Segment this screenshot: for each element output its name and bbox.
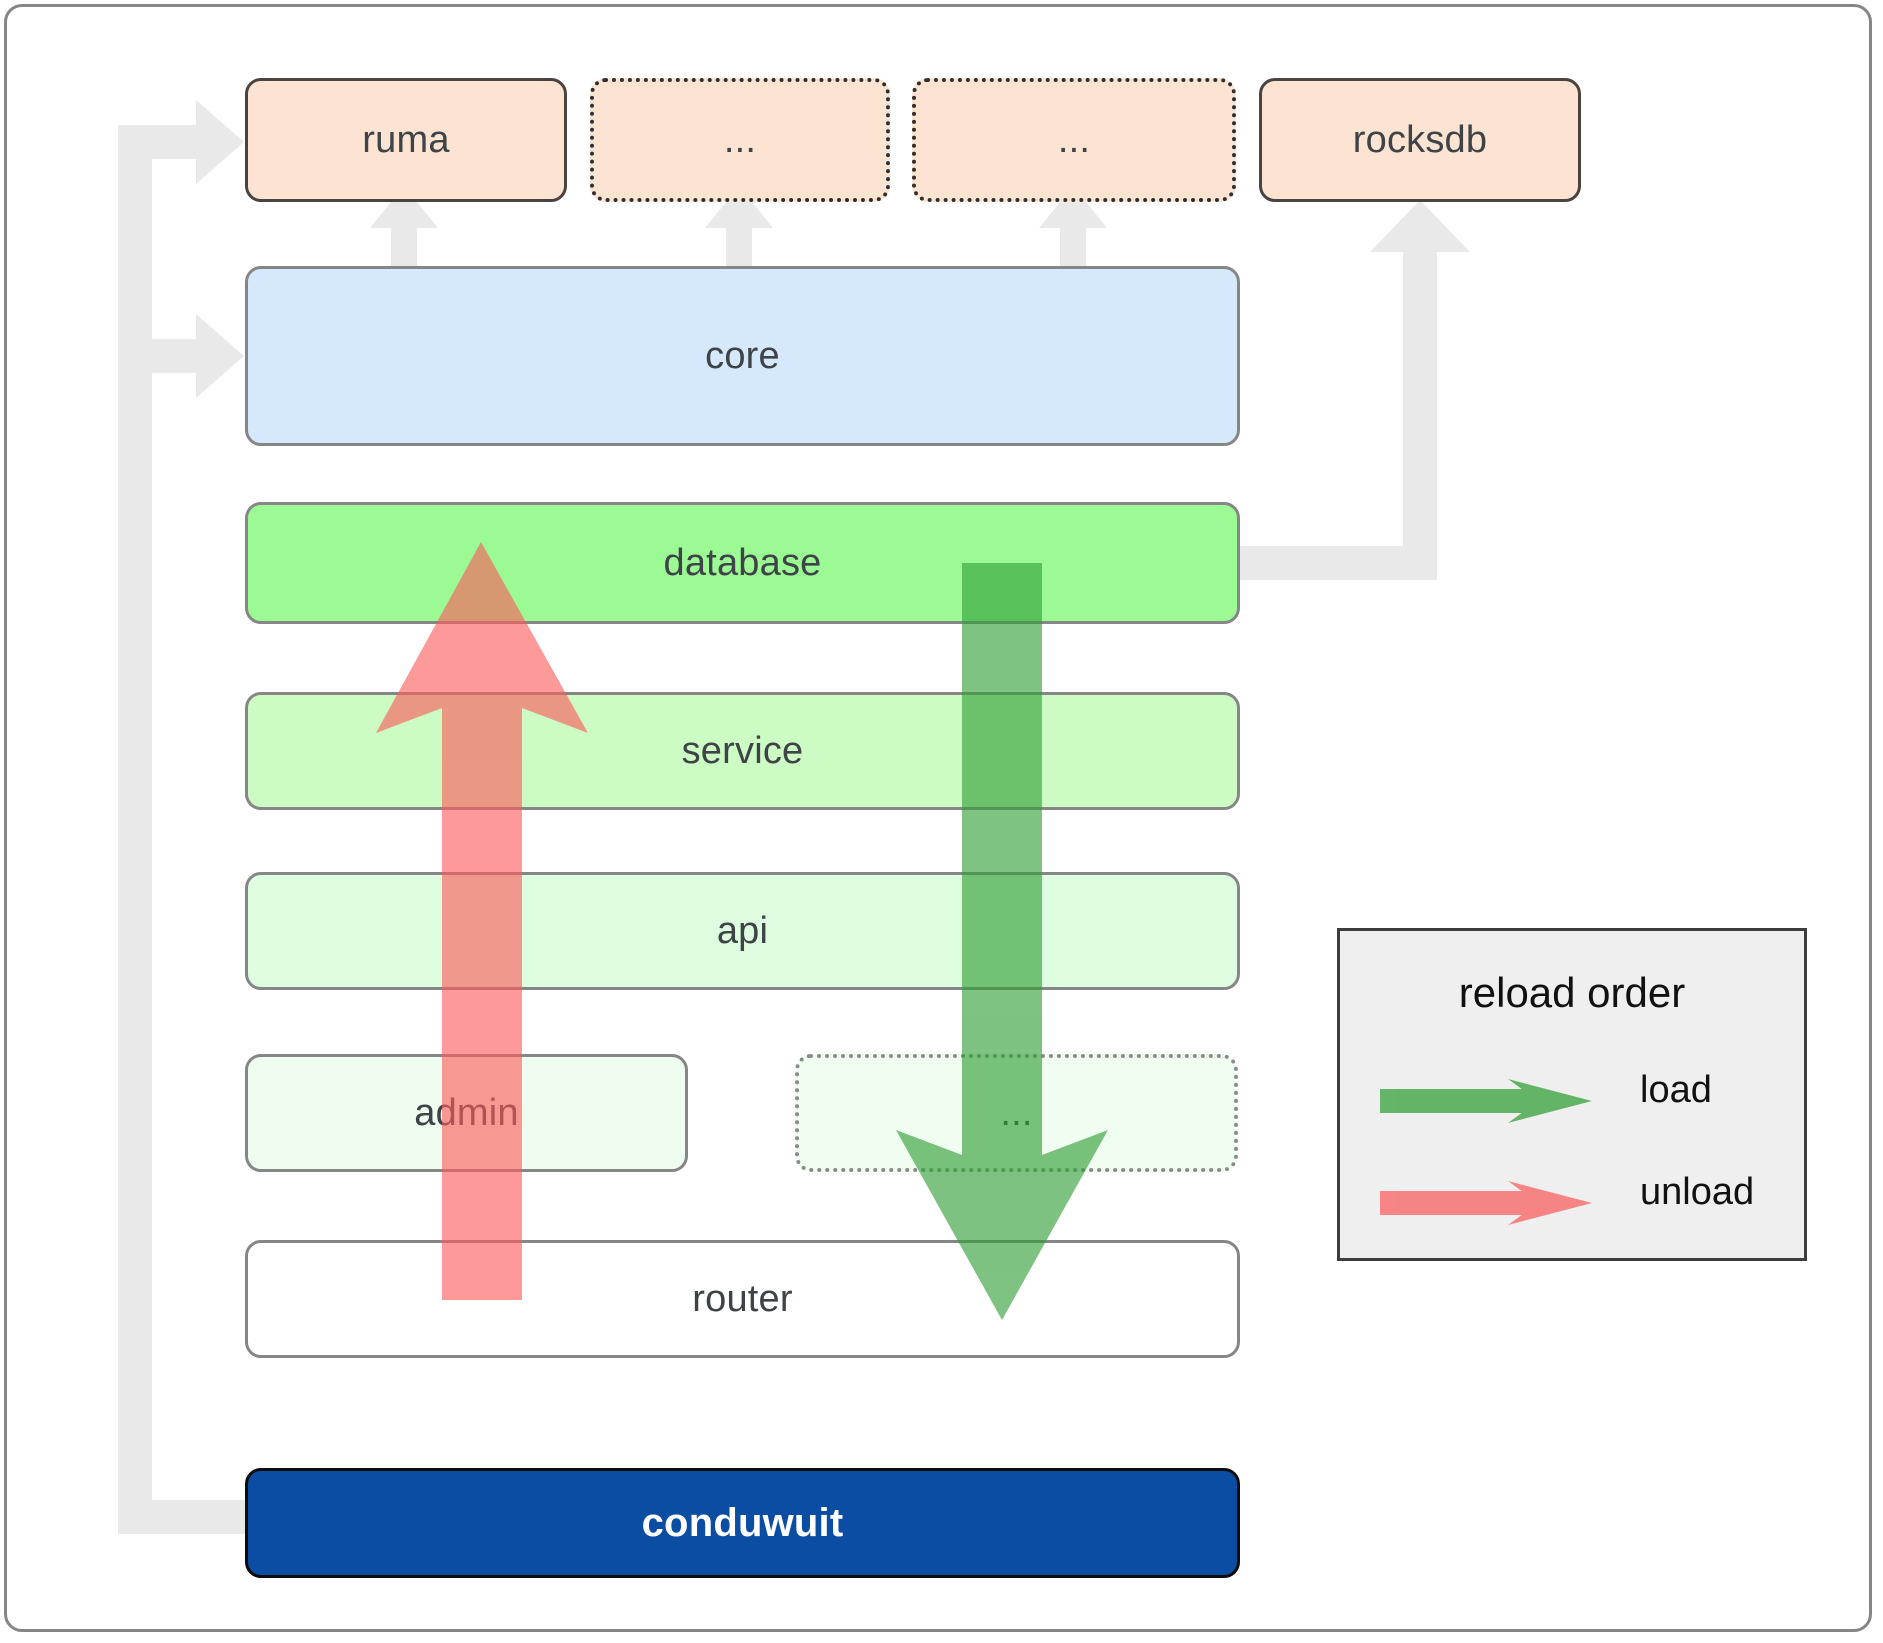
layer-label-service: service bbox=[681, 729, 804, 772]
layer-box-service[interactable]: service bbox=[245, 692, 1240, 810]
layer-label-ellipsis: ... bbox=[1000, 1091, 1033, 1134]
conduwuit-bottom-leg bbox=[118, 1500, 245, 1534]
arrowhead-to-core bbox=[196, 314, 244, 398]
dependency-box-ruma[interactable]: ruma bbox=[245, 78, 567, 202]
legend-row-unload: unload bbox=[1340, 1163, 1804, 1243]
layer-box-core[interactable]: core bbox=[245, 266, 1240, 446]
layer-label-api: api bbox=[716, 909, 769, 952]
legend-load-arrow-icon bbox=[1380, 1079, 1592, 1123]
dependency-box-rocksdb[interactable]: rocksdb bbox=[1259, 78, 1581, 202]
dependency-box-ellipsis-2[interactable]: ... bbox=[912, 78, 1236, 202]
database-to-rocksdb-leg-v bbox=[1403, 250, 1437, 580]
layer-box-router[interactable]: router bbox=[245, 1240, 1240, 1358]
legend-label-load: load bbox=[1640, 1069, 1712, 1111]
layer-label-router: router bbox=[692, 1277, 793, 1320]
conduwuit-to-ruma-arrow bbox=[118, 142, 152, 1500]
layer-box-api[interactable]: api bbox=[245, 872, 1240, 990]
core-to-dots1-arrow bbox=[705, 186, 773, 266]
dependency-arrow-group bbox=[118, 100, 1470, 1534]
legend-panel: reload order load unload bbox=[1337, 928, 1807, 1261]
dependency-label-ruma: ruma bbox=[362, 118, 450, 161]
legend-label-unload: unload bbox=[1640, 1171, 1755, 1213]
binary-label-conduwuit: conduwuit bbox=[641, 1500, 844, 1545]
dependency-box-ellipsis-1[interactable]: ... bbox=[590, 78, 890, 202]
layer-label-database: database bbox=[663, 541, 822, 584]
dependency-label-rocksdb: rocksdb bbox=[1352, 118, 1488, 161]
database-to-rocksdb-arrowhead bbox=[1370, 200, 1470, 252]
binary-box-conduwuit[interactable]: conduwuit bbox=[245, 1468, 1240, 1578]
arrowhead-to-ruma bbox=[196, 100, 244, 184]
layer-box-admin[interactable]: admin bbox=[245, 1054, 688, 1172]
left-branch-to-ruma bbox=[118, 125, 196, 159]
core-to-dots2-arrow bbox=[1039, 186, 1107, 266]
legend-row-load: load bbox=[1340, 1061, 1804, 1141]
dependency-label-ellipsis-1: ... bbox=[723, 118, 757, 161]
dependency-label-ellipsis-2: ... bbox=[1057, 118, 1091, 161]
core-to-ruma-arrow bbox=[370, 186, 438, 266]
legend-title: reload order bbox=[1458, 969, 1686, 1016]
left-branch-to-core bbox=[118, 339, 196, 373]
legend-unload-arrow-icon bbox=[1380, 1181, 1592, 1225]
database-to-rocksdb-leg-h bbox=[1240, 546, 1420, 580]
layer-box-ellipsis[interactable]: ... bbox=[795, 1054, 1238, 1172]
layer-box-database[interactable]: database bbox=[245, 502, 1240, 624]
layer-label-admin: admin bbox=[414, 1091, 519, 1134]
layer-label-core: core bbox=[705, 334, 780, 377]
